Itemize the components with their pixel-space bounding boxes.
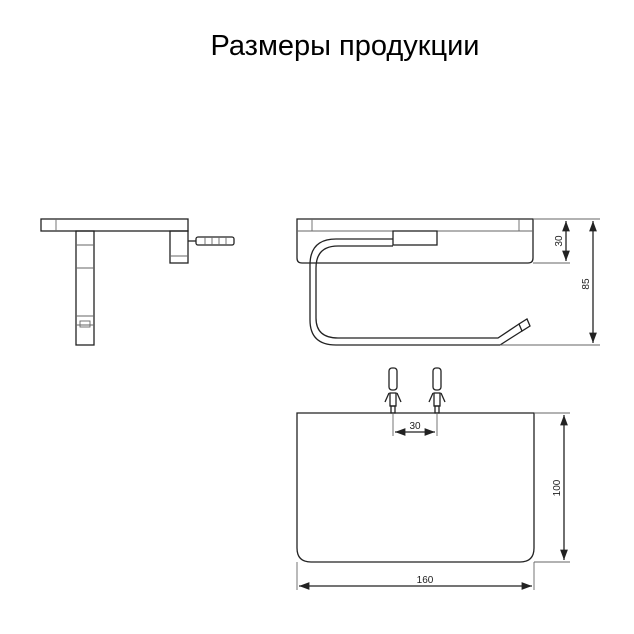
page-title: Размеры продукции bbox=[210, 30, 480, 62]
wall-anchor-icon bbox=[428, 367, 446, 414]
top-view: 30 100 160 bbox=[296, 367, 570, 590]
dim-total-height: 85 bbox=[581, 278, 592, 290]
side-view bbox=[40, 218, 235, 346]
dim-plate-depth: 100 bbox=[552, 479, 563, 496]
dim-plate-height: 30 bbox=[554, 235, 565, 247]
screw-anchor-icon bbox=[188, 236, 235, 246]
front-view: 30 85 bbox=[296, 218, 600, 346]
dim-plate-width: 160 bbox=[417, 575, 434, 586]
wall-anchor-icon bbox=[384, 367, 402, 414]
dim-anchor-spacing: 30 bbox=[409, 421, 421, 432]
